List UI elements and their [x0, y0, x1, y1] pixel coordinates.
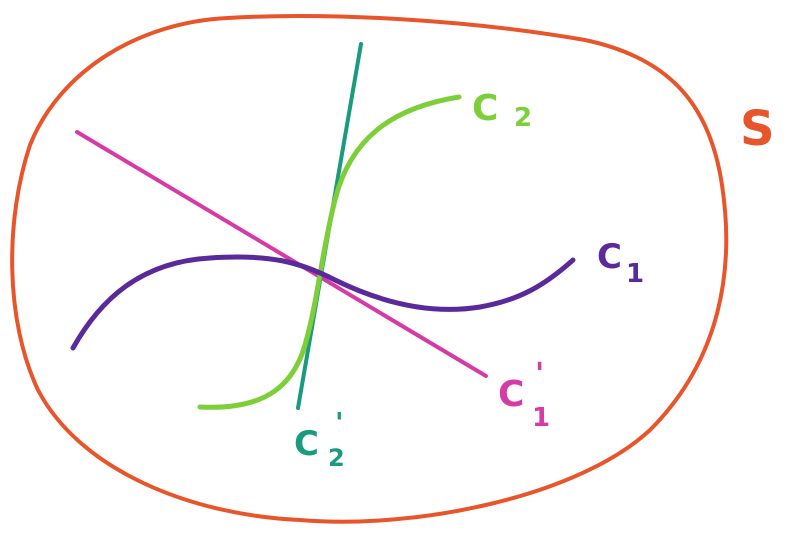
curve-c1-prime — [75, 130, 488, 378]
label-c1p-main: C — [498, 374, 524, 415]
label-c1-main: C — [597, 237, 622, 277]
curve-c2 — [197, 94, 462, 410]
label-s: S — [740, 101, 775, 157]
label-c2-sub: 2 — [514, 103, 532, 133]
label-c2-prime: C ' 2 — [294, 406, 345, 472]
surface-s-outline — [10, 14, 729, 524]
label-c1p-prime: ' — [535, 357, 544, 392]
label-c2p-main: C — [294, 424, 319, 464]
label-c2: C 2 — [472, 88, 532, 133]
curve-c1 — [70, 254, 576, 351]
label-c2p-prime: ' — [335, 406, 344, 439]
label-c1p-sub: 1 — [532, 403, 550, 433]
label-c1-sub: 1 — [626, 259, 644, 289]
label-c2p-sub: 2 — [328, 444, 345, 472]
label-c2-main: C — [472, 88, 498, 129]
label-c1-prime: C ' 1 — [498, 357, 550, 433]
label-c1: C 1 — [597, 237, 644, 289]
